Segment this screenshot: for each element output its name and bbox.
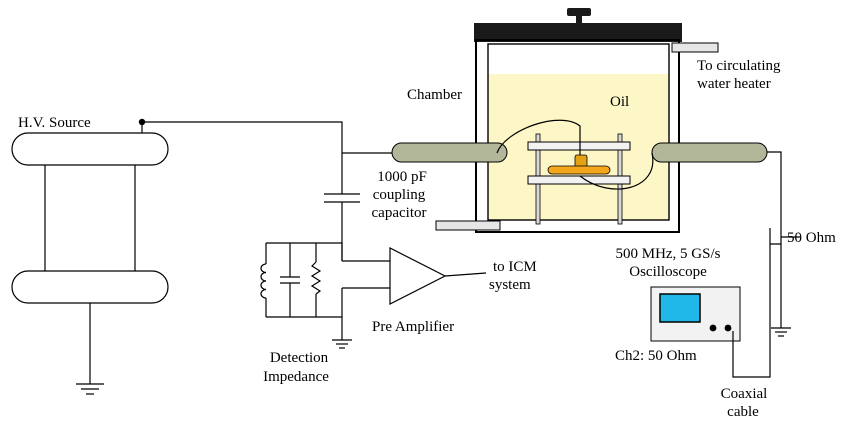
oscilloscope-label-1: 500 MHz, 5 GS/s	[615, 246, 720, 262]
chamber-inner-wall	[487, 43, 670, 221]
electrode-fixture	[496, 119, 654, 225]
fifty-ohm-label: 50 Ohm	[787, 230, 836, 246]
chamber-lid	[474, 23, 682, 42]
pre-amp-label: Pre Amplifier	[372, 319, 454, 335]
inlet-pipe	[435, 220, 501, 231]
oscilloscope-label-2: Oscilloscope	[629, 264, 707, 280]
right-bushing	[651, 142, 768, 163]
circulating-label-1: To circulating	[697, 58, 781, 74]
oscilloscope-screen	[659, 293, 701, 323]
detection-label-1: Detection	[270, 350, 329, 366]
wire-to-terminator	[767, 151, 782, 225]
icm-label-2: system	[489, 277, 531, 293]
lid-knob	[567, 8, 591, 16]
chamber-label: Chamber	[407, 87, 462, 103]
detection-ground-icon	[332, 339, 352, 349]
oscilloscope	[650, 286, 741, 342]
detection-label-2: Impedance	[263, 369, 329, 385]
coupling-label-3: capacitor	[372, 205, 427, 221]
hv-wire	[142, 121, 343, 153]
hv-source	[11, 118, 169, 395]
hv-source-label: H.V. Source	[18, 115, 91, 131]
detection-impedance	[260, 242, 390, 349]
lid-knob-stem	[576, 14, 582, 24]
coaxial-cable	[732, 244, 771, 378]
hv-source-top-ring	[11, 132, 169, 166]
knob-1	[709, 324, 717, 332]
internal-lead-right	[579, 152, 654, 190]
knob-2	[724, 324, 732, 332]
inductor-coil	[260, 263, 267, 299]
electrode-top	[574, 154, 588, 168]
amp-output-wire	[444, 272, 487, 277]
circulating-label-2: water heater	[697, 76, 771, 92]
coaxial-label-2: cable	[727, 404, 759, 420]
chamber	[474, 8, 682, 233]
scope-ground-icon	[771, 327, 791, 337]
coupling-label-2: coupling	[373, 187, 426, 203]
outlet-pipe	[671, 42, 719, 53]
hv-ground-icon	[76, 383, 104, 395]
ch2-label: Ch2: 50 Ohm	[615, 348, 697, 364]
pre-amplifier	[389, 247, 447, 305]
internal-lead-left	[496, 119, 581, 154]
icm-label-1: to ICM	[493, 259, 537, 275]
oil-label: Oil	[610, 94, 629, 110]
chamber-outer-wall	[475, 39, 680, 233]
coaxial-label-1: Coaxial	[721, 386, 768, 402]
left-bushing	[391, 142, 508, 163]
coupling-label-1: 1000 pF	[377, 169, 427, 185]
top-plate	[527, 141, 631, 151]
hv-source-bottom-ring	[11, 270, 169, 304]
resistor	[310, 261, 322, 295]
bottom-plate	[527, 175, 631, 185]
test-sample	[547, 165, 611, 175]
